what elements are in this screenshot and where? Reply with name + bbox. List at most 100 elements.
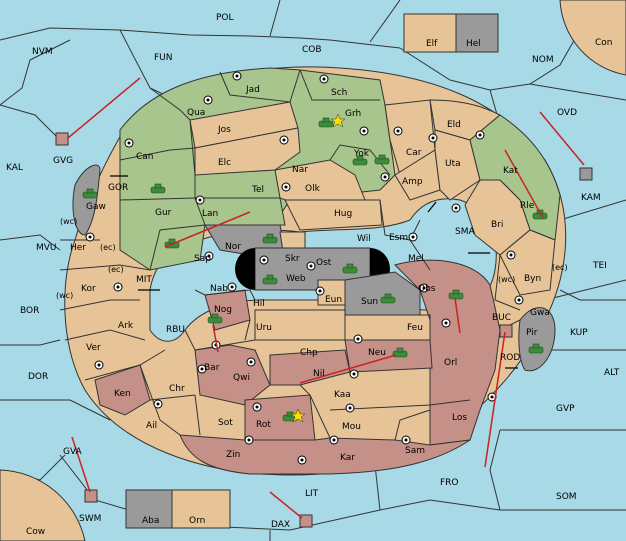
label-can: Can [136,152,154,162]
region-hug[interactable] [284,199,383,231]
label-eun: Eun [325,295,342,305]
label-uta: Uta [445,159,461,169]
label-bor: BOR [20,306,39,316]
label-ark: Ark [118,321,134,331]
region-elf[interactable] [403,13,457,53]
label-cow: Cow [26,527,45,537]
label-wc3: (wc) [498,275,515,284]
units [82,117,548,422]
label-skr: Skr [285,254,300,264]
label-gvp: GVP [556,404,575,414]
label-nar: Nar [292,165,308,175]
label-sot: Sot [218,418,233,428]
region-aba[interactable] [125,489,173,529]
unit-icon [352,155,368,166]
label-ec3: (ec) [552,263,568,272]
label-lit: LIT [305,489,319,499]
region-pir[interactable] [518,307,556,372]
label-tel: Tel [251,185,264,195]
label-elc: Elc [218,158,231,168]
region-con[interactable] [559,0,626,76]
label-kam-home: KAM [581,193,601,203]
label-kal: KAL [6,163,23,173]
label-kar: Kar [340,453,355,463]
label-gor: GOR [108,183,128,193]
region-nil[interactable] [269,349,351,386]
label-jad: Jad [245,85,260,95]
region-orn[interactable] [171,489,231,529]
label-mit: MIT [136,275,152,285]
label-nil: Nil [313,369,325,379]
label-grh: Grh [345,109,361,119]
label-kor: Kor [81,284,96,294]
label-kup: KUP [570,328,588,338]
label-sun: Sun [361,297,378,307]
label-bar: Bar [204,363,220,373]
label-los: Los [452,413,467,423]
label-buc: BUC [492,313,511,323]
region-gaw[interactable] [72,164,101,236]
label-sma: SMA [455,227,475,237]
label-kat: Kat [503,166,518,176]
label-car: Car [406,148,422,158]
label-jos: Jos [217,125,231,135]
label-gur: Gur [155,208,172,218]
supply-centers [85,71,524,465]
label-hug: Hug [334,209,352,219]
label-wc1: (wc) [60,217,77,226]
label-mel: Mel [408,254,424,264]
label-sch: Sch [331,88,347,98]
label-her: Her [70,243,86,253]
label-ec2: (ec) [108,265,124,274]
province-borders [59,69,521,441]
region-cow[interactable] [0,469,86,541]
label-uru: Uru [256,323,272,333]
label-feu: Feu [407,323,423,333]
label-amp: Amp [402,177,423,187]
label-ail: Ail [146,421,157,431]
region-byn[interactable] [499,229,556,296]
region-rot[interactable] [244,394,316,441]
label-chr: Chr [169,384,185,394]
label-som: SOM [556,492,577,502]
region-south-red[interactable] [179,434,471,475]
label-ken: Ken [114,389,131,399]
label-gwa: Gwa [530,308,550,318]
unit-icon [392,347,408,358]
label-nor: Nor [225,242,241,252]
label-eld: Eld [447,120,461,130]
coast-connectors [110,175,518,369]
label-rle: Rle [520,201,535,211]
label-hel: Hel [466,39,481,49]
unit-icon [207,313,223,324]
region-lan-neutral[interactable] [194,197,286,226]
label-yok: Yok [353,149,370,159]
label-wc2: (wc) [56,291,73,300]
label-bri: Bri [491,220,503,230]
label-gva: GVA [63,447,83,457]
capital-stars [290,113,346,423]
label-rot: Rot [256,420,271,430]
region-hel[interactable] [455,13,499,53]
unit-icon [150,183,166,194]
label-rbu: RBU [166,325,185,335]
label-cob: COB [302,45,322,55]
label-dor: DOR [28,372,48,382]
label-gaw: Gaw [86,202,106,212]
label-wil: Wil [357,234,371,244]
region-neu[interactable] [344,339,433,373]
region-sun[interactable] [344,271,421,316]
label-nog: Nog [214,305,232,315]
unit-icon [82,188,98,199]
label-web: Web [286,274,306,284]
label-nvm: NVM [32,47,53,57]
unit-icon [262,233,278,244]
label-ost: Ost [316,258,332,268]
label-qwi: Qwi [233,373,250,383]
home-bases [55,132,593,528]
label-byn: Byn [524,274,541,284]
label-sap: Sap [194,254,211,264]
unit-icon [318,117,334,128]
label-pol: POL [216,13,234,23]
